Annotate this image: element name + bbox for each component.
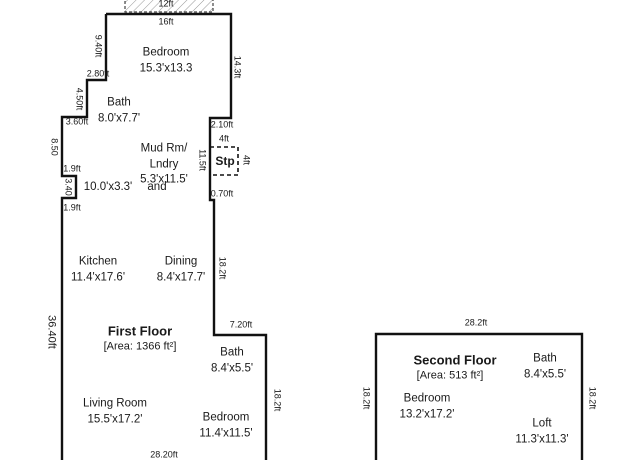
dim-stp-top: 4ft: [218, 133, 230, 144]
first-floor-outline: [106, 12, 268, 460]
room-kitchen: Kitchen 11.4'x17.6': [70, 255, 126, 283]
dim-step1: 2.80ft: [86, 68, 110, 79]
step-box: [209, 146, 239, 176]
room-bath-lower: Bath 8.4'x5.5': [210, 346, 254, 374]
dim-bottom: 28.20ft: [150, 449, 178, 460]
dim-top-hatched: 12ft: [158, 0, 174, 9]
room-small-size: 10.0'x3.3': [83, 181, 133, 194]
dim-right-mud: 11.5ft: [197, 149, 208, 171]
room-living: Living Room 15.5'x17.2': [83, 397, 147, 425]
room-and-label: and: [147, 181, 167, 194]
second-floor-title: Second Floor: [413, 352, 497, 368]
dim-right-step: 2.10ft: [210, 119, 234, 130]
dim-left-upper: 9.40ft: [93, 34, 104, 58]
second-dim-top: 28.2ft: [464, 317, 488, 328]
first-floor-title: First Floor: [107, 323, 173, 339]
hatched-deck: [124, 0, 214, 13]
room-mudroom: Mud Rm/ Lndry 5.3'x11.5': [140, 142, 188, 186]
second-room-loft: Loft 11.3'x11.3': [515, 417, 569, 445]
room-dining: Dining 8.4'x17.7': [156, 255, 206, 283]
second-room-bath: Bath 8.4'x5.5': [523, 352, 567, 380]
step-label: Stp: [215, 154, 235, 168]
dim-ledge: 7.20ft: [229, 319, 253, 330]
dim-stp-side: 4ft: [241, 154, 252, 166]
first-floor-outline-left: [60, 14, 108, 460]
second-room-bedroom: Bedroom 13.2'x17.2': [399, 392, 455, 420]
dim-left-long: 36.40ft: [45, 315, 58, 349]
dim-left-bath: 4.50ft: [74, 87, 85, 111]
room-bedroom-lower: Bedroom 11.4'x11.5': [199, 411, 253, 439]
dim-step3: 1.9ft: [63, 163, 81, 174]
dim-left-mud: 8.50: [49, 138, 60, 156]
dim-left-small: 3.40: [63, 178, 74, 196]
dim-right-dining: 18.2ft: [217, 256, 228, 280]
dim-right-bedroom: 14.3ft: [232, 55, 243, 79]
second-floor-area: [Area: 513 ft²]: [416, 369, 484, 382]
dim-step4: 1.9ft: [63, 202, 81, 213]
room-bath-upper: Bath 8.0'x7.7': [97, 96, 141, 124]
dim-top: 16ft: [158, 16, 174, 27]
second-dim-left: 18.2ft: [361, 386, 372, 410]
second-floor-outline: [374, 332, 584, 460]
dim-right-lower: 18.2ft: [272, 388, 283, 412]
first-floor-area: [Area: 1366 ft²]: [103, 340, 177, 353]
dim-step2: 3.60ft: [65, 116, 89, 127]
room-bedroom-upper: Bedroom 15.3'x13.3: [139, 46, 193, 74]
dim-right-in: 0.70ft: [210, 188, 234, 199]
second-dim-right: 18.2ft: [587, 386, 598, 410]
